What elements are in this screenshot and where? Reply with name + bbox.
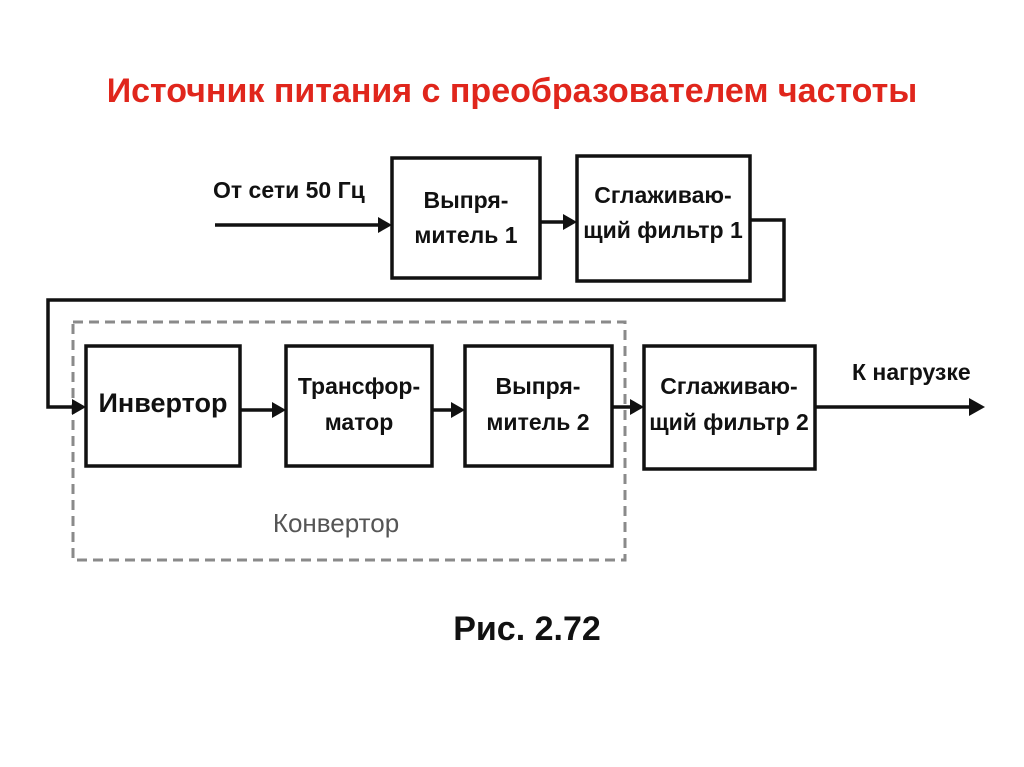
- converter-group: [71, 320, 627, 562]
- transformer-label-line2: матор: [325, 409, 394, 435]
- inverter-block: [84, 344, 242, 468]
- rectifier-2-label-line2: митель 2: [486, 409, 589, 435]
- inverter-label: Инвертор: [99, 388, 228, 418]
- figure-label: Рис. 2.72: [453, 610, 601, 648]
- rectifier-2-block: [463, 344, 614, 468]
- wire-filter1-inverter: [46, 218, 786, 409]
- arrow-rect1-filter1: [563, 214, 577, 230]
- arrow-inverter-transformer: [272, 402, 286, 418]
- output-arrow: [969, 398, 985, 416]
- transformer-block: [284, 344, 434, 468]
- rectifier-1-label-line1: Выпря-: [424, 187, 509, 213]
- rectifier-1-label-line2: митель 1: [414, 222, 517, 248]
- arrow-filter1-inverter: [72, 399, 86, 415]
- slide-title: Источник питания с преобразователем част…: [106, 72, 918, 110]
- rectifier-2-label-line1: Выпря-: [496, 373, 581, 399]
- smoothing-filter-1-label-line2: щий фильтр 1: [583, 217, 743, 243]
- smoothing-filter-1-label-line1: Сглаживаю-: [594, 182, 731, 208]
- input-arrow: [378, 217, 392, 233]
- rectifier-1-block: [390, 156, 542, 280]
- arrow-rect2-filter2: [630, 399, 644, 415]
- converter-label: Конвертор: [273, 508, 399, 538]
- smoothing-filter-2-block: [642, 344, 817, 471]
- smoothing-filter-2-label-line1: Сглаживаю-: [660, 373, 797, 399]
- output-label: К нагрузке: [852, 359, 971, 385]
- input-label: От сети 50 Гц: [213, 177, 365, 203]
- smoothing-filter-2-label-line2: щий фильтр 2: [649, 409, 809, 435]
- transformer-label-line1: Трансфор-: [298, 373, 420, 399]
- arrow-transformer-rect2: [451, 402, 465, 418]
- smoothing-filter-1-block: [575, 154, 752, 283]
